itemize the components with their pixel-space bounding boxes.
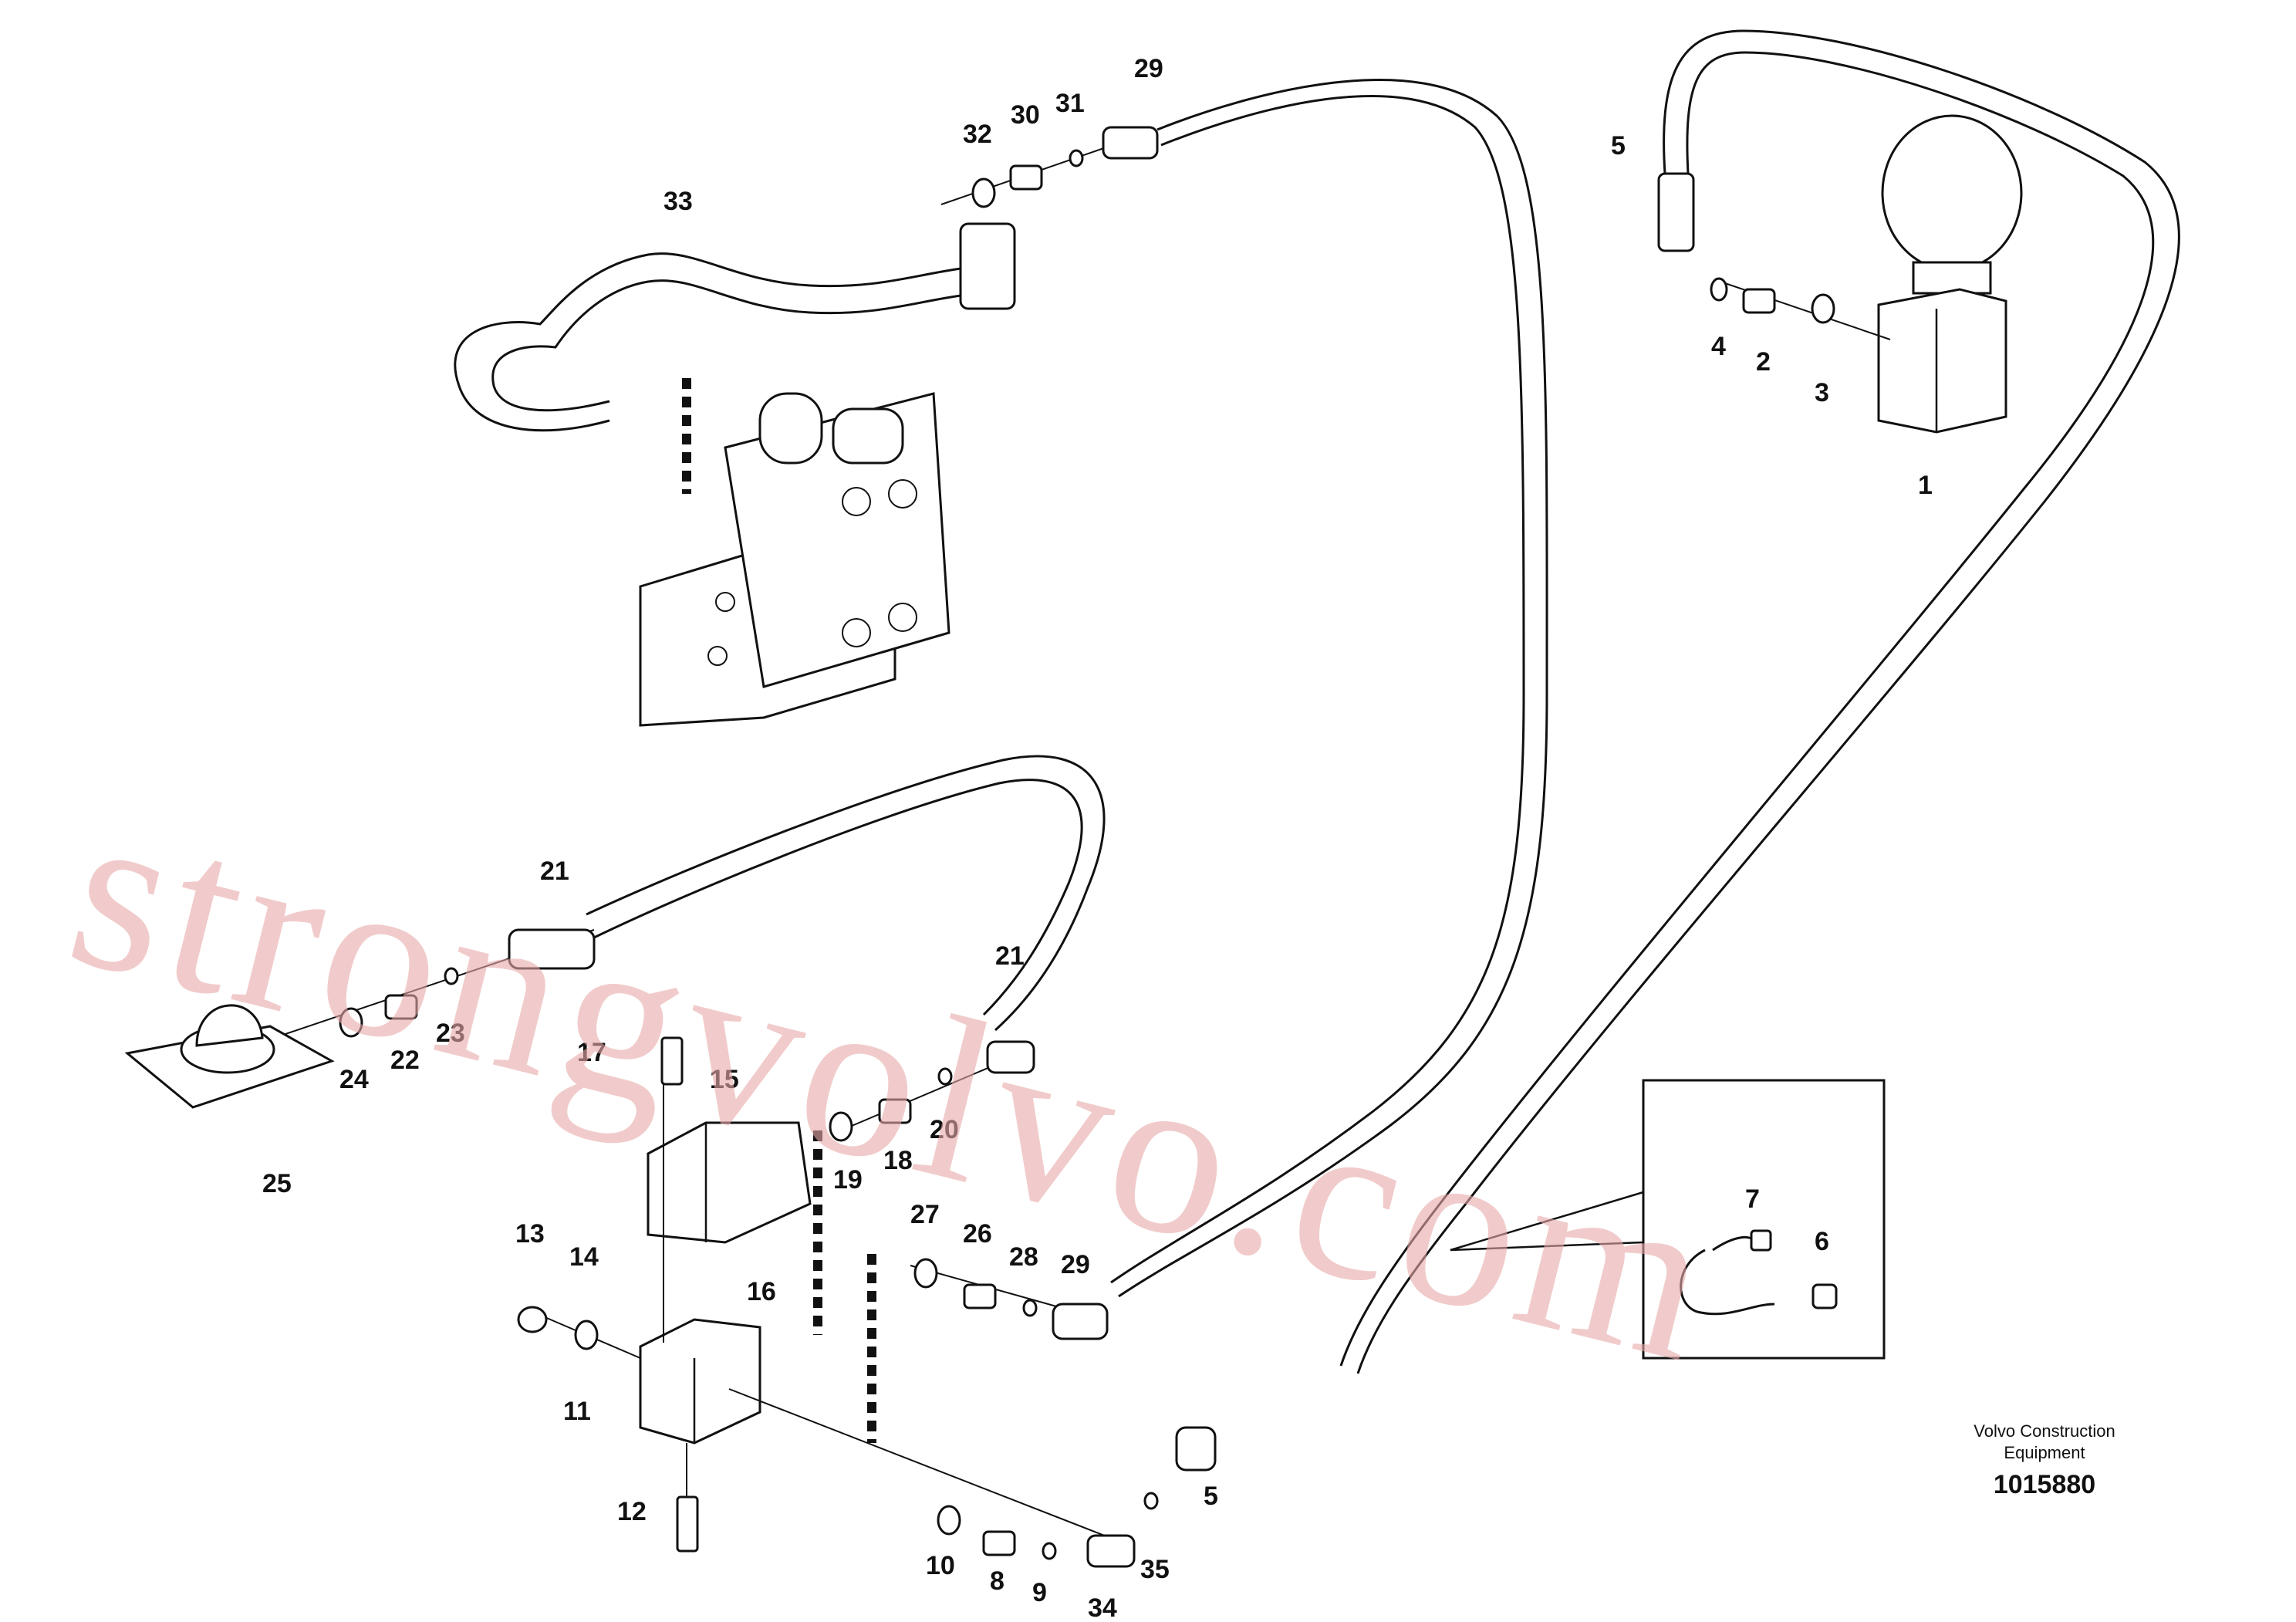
label-21-right: 21: [995, 941, 1025, 971]
assembly-axis-18: [840, 1064, 996, 1131]
hose-5-inner: [1339, 51, 2155, 1367]
label-29-top: 29: [1134, 54, 1163, 83]
hose-29-outer: [1118, 79, 1548, 1298]
main-valve-block: [639, 392, 950, 727]
tube-33-flange: [959, 222, 1016, 310]
assembly-axis-8: [728, 1388, 1135, 1548]
label-35: 35: [1140, 1555, 1170, 1584]
label-33: 33: [663, 187, 693, 216]
hose-5-outer: [1356, 29, 2180, 1374]
label-30: 30: [1011, 100, 1040, 130]
caption-company-line2: Equipment: [2004, 1443, 2085, 1462]
label-25: 25: [262, 1169, 292, 1198]
label-13: 13: [515, 1219, 545, 1249]
label-14: 14: [569, 1242, 599, 1272]
hose-21-inner: [593, 779, 1083, 1016]
label-11: 11: [563, 1397, 591, 1426]
tube-33-outer: [454, 252, 984, 432]
caption-company-line1: Volvo Construction: [1974, 1421, 2115, 1441]
label-28: 28: [1009, 1242, 1038, 1272]
label-2: 2: [1756, 347, 1771, 377]
fittings: [339, 126, 1835, 1568]
label-8: 8: [990, 1566, 1004, 1596]
label-23: 23: [436, 1019, 465, 1048]
label-9: 9: [1032, 1578, 1047, 1607]
label-10: 10: [926, 1551, 955, 1580]
label-21-left: 21: [540, 857, 569, 886]
label-3: 3: [1815, 378, 1829, 407]
label-34: 34: [1088, 1593, 1117, 1622]
caption-drawing-number: 1015880: [1994, 1470, 2095, 1499]
label-7: 7: [1745, 1184, 1760, 1214]
label-15: 15: [710, 1065, 739, 1094]
label-26: 26: [963, 1219, 992, 1249]
label-18: 18: [883, 1146, 913, 1175]
watermark: strongvolvo.com: [49, 757, 1740, 1412]
hose-21-outer: [586, 755, 1106, 1032]
label-22: 22: [390, 1046, 420, 1075]
hose-29-inner: [1110, 94, 1525, 1284]
label-20: 20: [930, 1115, 959, 1144]
label-5-top: 5: [1611, 131, 1626, 161]
label-27: 27: [910, 1200, 940, 1229]
solenoid-valve-15: [647, 1121, 812, 1244]
label-6: 6: [1815, 1227, 1829, 1256]
label-19: 19: [833, 1165, 863, 1195]
label-24: 24: [339, 1065, 369, 1094]
accumulator-block: [1877, 114, 2023, 434]
label-5-bottom: 5: [1204, 1482, 1218, 1511]
inset-detail-box: [1450, 1079, 1886, 1360]
tube-33-inner: [491, 279, 984, 412]
label-17: 17: [577, 1038, 606, 1067]
label-31: 31: [1055, 89, 1085, 118]
label-1: 1: [1918, 471, 1933, 500]
label-32: 32: [963, 120, 992, 149]
valve-block-11: [639, 1318, 761, 1445]
label-29-bottom: 29: [1061, 1250, 1090, 1279]
label-12: 12: [617, 1497, 647, 1526]
label-4: 4: [1711, 332, 1726, 361]
label-16: 16: [747, 1277, 776, 1306]
pilot-control-25: [124, 1004, 335, 1109]
